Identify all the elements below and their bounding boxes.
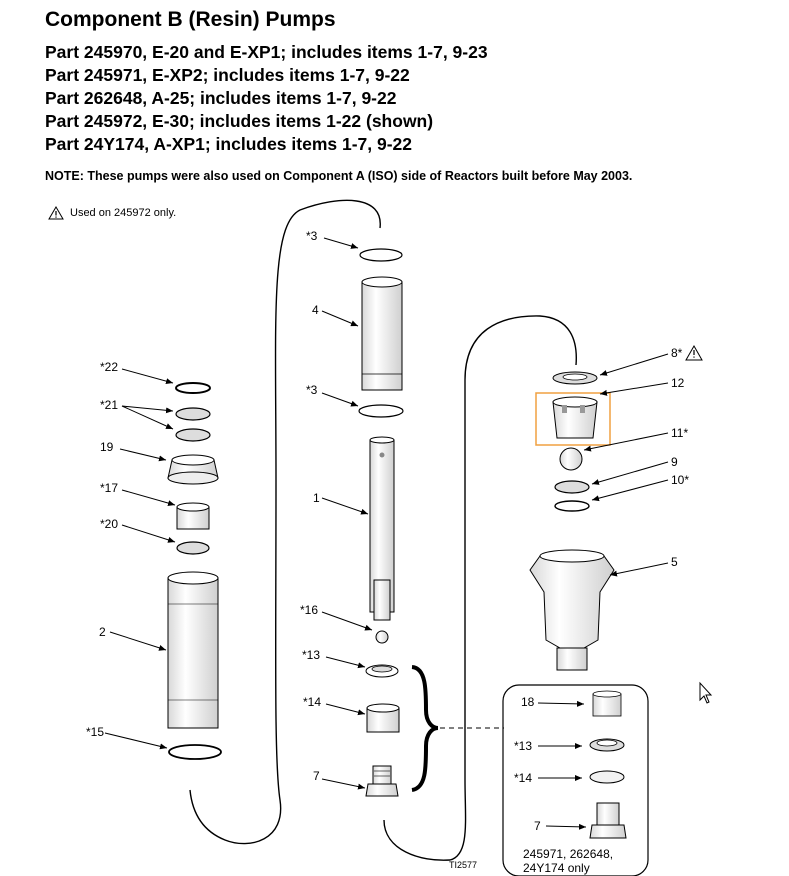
inset-callout-18: 18	[521, 695, 535, 709]
part-line: Part 245972, E-30; includes items 1-22 (…	[45, 111, 434, 131]
warning-triangle-icon	[685, 344, 703, 361]
callout-9: 9	[671, 455, 678, 469]
part-rod-1	[369, 436, 395, 621]
inset-callout-14: *14	[514, 771, 532, 785]
callout-2: 2	[99, 625, 106, 639]
callout-7: 7	[313, 769, 320, 783]
part-bearing-21-b	[175, 428, 211, 442]
inset-part-7	[589, 802, 627, 839]
note-text: These pumps were also used on Component …	[83, 169, 633, 183]
part-cylinder-2	[167, 571, 219, 729]
inset-part-18	[592, 690, 622, 717]
part-seal-13	[365, 664, 399, 678]
inset-models-line1: 245971, 262648,	[523, 847, 613, 861]
inset-part-13	[589, 738, 625, 752]
part-ball-16	[375, 630, 389, 644]
callout-15: *15	[86, 725, 104, 739]
warning-text: Used on 245972 only.	[70, 207, 177, 219]
part-sleeve-4	[361, 276, 403, 391]
figure-id: TI2577	[449, 860, 477, 870]
part-seat-9	[554, 480, 590, 494]
part-line: Part 245970, E-20 and E-XP1; includes it…	[45, 42, 488, 62]
callout-13: *13	[302, 648, 320, 662]
part-o-ring-3-bottom	[358, 404, 404, 418]
part-nut-19	[167, 454, 219, 485]
callout-12: 12	[671, 376, 685, 390]
page-title: Component B (Resin) Pumps	[45, 8, 336, 31]
group-bracket	[411, 665, 439, 792]
callout-14: *14	[303, 695, 321, 709]
callout-17: *17	[100, 481, 118, 495]
warning-legend: Used on 245972 only.	[48, 206, 176, 220]
part-housing-5	[529, 549, 615, 671]
part-line: Part 245971, E-XP2; includes items 1-7, …	[45, 65, 410, 85]
inset-part-14	[589, 770, 625, 784]
inset-models-line2: 24Y174 only	[523, 861, 590, 875]
part-valve-7	[365, 765, 399, 797]
callout-4: 4	[312, 303, 319, 317]
warning-triangle-icon	[48, 206, 64, 220]
part-o-ring-3-top	[359, 248, 403, 262]
callout-22: *22	[100, 360, 118, 374]
callout-11: 11*	[671, 426, 688, 440]
part-ball-11	[559, 447, 583, 471]
callout-16: *16	[300, 603, 318, 617]
inset-callout-13: *13	[514, 739, 532, 753]
inset-callout-7: 7	[534, 819, 541, 833]
part-line: Part 24Y174, A-XP1; includes items 1-7, …	[45, 134, 413, 154]
part-bearing-21-a	[175, 407, 211, 421]
part-o-ring-15	[168, 744, 222, 760]
callout-1: 1	[313, 491, 320, 505]
part-snap-ring-22	[175, 382, 211, 394]
leader-lines	[104, 237, 669, 830]
hose-line-center	[189, 199, 381, 845]
highlight-box	[535, 392, 611, 446]
part-cage-12	[552, 396, 598, 439]
part-line: Part 262648, A-25; includes items 1-7, 9…	[45, 88, 397, 108]
callout-3-bottom: *3	[306, 383, 318, 397]
mouse-cursor-icon	[699, 681, 713, 704]
part-o-ring-10	[554, 500, 590, 512]
callout-8: 8*	[671, 346, 683, 360]
part-spring-8	[552, 371, 598, 385]
callout-21: *21	[100, 398, 118, 412]
callout-5: 5	[671, 555, 678, 569]
hose-line-right	[383, 315, 577, 861]
callout-20: *20	[100, 517, 118, 531]
note: NOTE: These pumps were also used on Comp…	[45, 169, 632, 183]
note-label: NOTE:	[45, 169, 84, 183]
callout-10: 10*	[671, 473, 689, 487]
part-packing-20	[176, 541, 210, 555]
callout-19: 19	[100, 440, 114, 454]
callout-3-top: *3	[306, 229, 318, 243]
part-list: Part 245970, E-20 and E-XP1; includes it…	[45, 41, 488, 156]
inset-box	[502, 684, 649, 876]
part-bushing-17	[176, 502, 210, 530]
part-seal-14	[366, 703, 400, 733]
